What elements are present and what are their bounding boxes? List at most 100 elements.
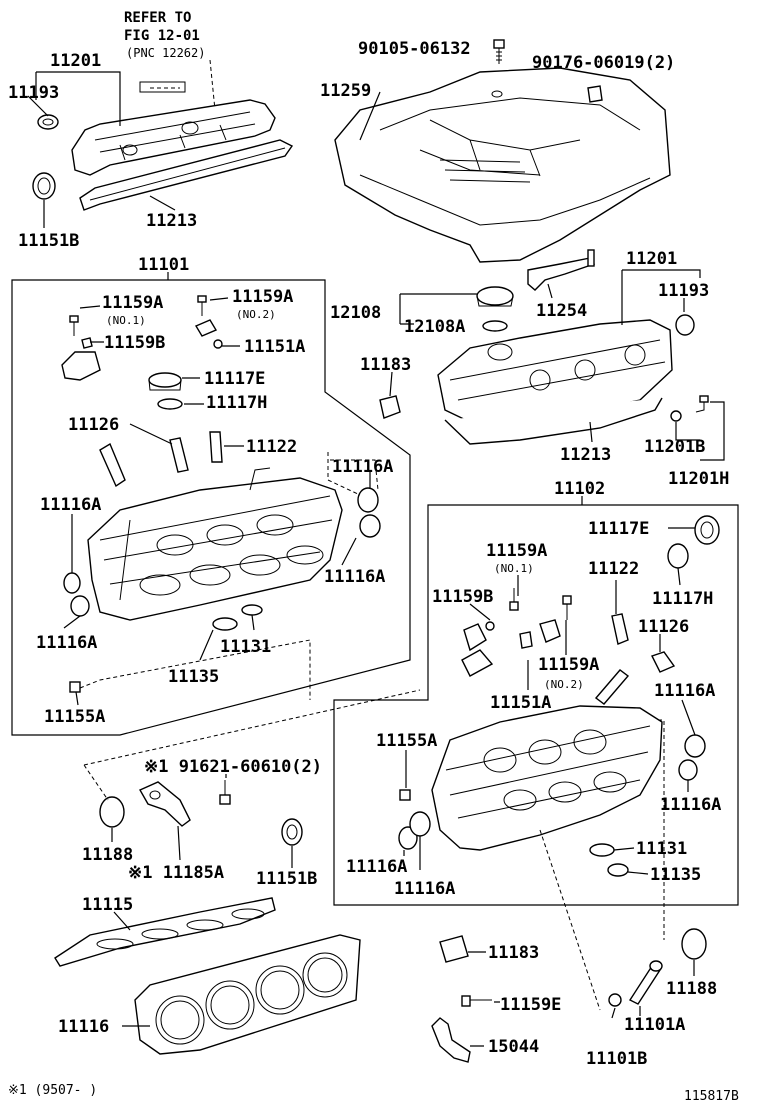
- head-gasket-11116: [134, 934, 361, 1055]
- label-11183-b: 11183: [488, 943, 539, 963]
- bracket-11254: [527, 249, 596, 291]
- gasket-11115: [54, 897, 276, 967]
- head-bolts-11101a-b: [608, 960, 663, 1007]
- label-11183-top: 11183: [360, 355, 411, 375]
- right-plugs-11116a: [398, 734, 706, 850]
- label-11155a-r: 11155A: [376, 731, 437, 751]
- plug-11183-b: [439, 935, 469, 963]
- label-11259: 11259: [320, 81, 371, 101]
- label-11131-l: 11131: [220, 637, 271, 657]
- seal-11151b-b: [281, 818, 303, 846]
- label-11201h: 11201H: [668, 469, 729, 489]
- label-11126-r: 11126: [638, 617, 689, 637]
- label-11188-l: 11188: [82, 845, 133, 865]
- left-seal-11193: [37, 114, 59, 130]
- bolt-11159e: [461, 995, 492, 1007]
- label-11116a-l3: 11116A: [40, 495, 101, 515]
- label-11116a-r1: 11116A: [654, 681, 715, 701]
- right-plug-11117e: [694, 515, 720, 545]
- label-12108a: 12108A: [404, 317, 465, 337]
- label-11102: 11102: [554, 479, 605, 499]
- label-11116a-l4: 11116A: [36, 633, 97, 653]
- bracket-11185a: [139, 781, 191, 827]
- plug-11188-r: [681, 928, 707, 960]
- box-11101: [11, 279, 411, 736]
- label-11116a-r4: 11116A: [394, 879, 455, 899]
- refer-line-3: (PNC 12262): [126, 46, 205, 60]
- label-11201b: 11201B: [644, 437, 705, 457]
- left-plug-11117e: [148, 372, 182, 391]
- label-11122-r: 11122: [588, 559, 639, 579]
- label-11188-r: 11188: [666, 979, 717, 999]
- left-lifters: [99, 431, 223, 488]
- refer-line-1: REFER TO: [124, 10, 191, 26]
- bolt-91621: [219, 780, 231, 805]
- footnote: ※1 (9507- ): [8, 1083, 97, 1098]
- label-11159a-l2: 11159A: [232, 287, 293, 307]
- left-cam-bolts: [61, 295, 223, 381]
- left-plugs-11116a: [63, 487, 381, 617]
- label-11159a-r1: 11159A: [486, 541, 547, 561]
- right-cam-bolts: [461, 588, 572, 677]
- label-no1-a: (NO.1): [106, 314, 146, 327]
- label-11193-top: 11193: [8, 83, 59, 103]
- label-11159e: 11159E: [500, 995, 561, 1015]
- label-11116: 11116: [58, 1017, 109, 1037]
- oil-cap-12108: [476, 286, 514, 332]
- left-head-cover: [71, 99, 294, 211]
- label-11131-r: 11131: [636, 839, 687, 859]
- label-11213-top: 11213: [146, 211, 197, 231]
- label-11135-r: 11135: [650, 865, 701, 885]
- label-11159a-r2: 11159A: [538, 655, 599, 675]
- left-seal-11151b: [32, 172, 56, 200]
- label-11135-l: 11135: [168, 667, 219, 687]
- label-11116a-l1: 11116A: [332, 457, 393, 477]
- label-90105: 90105-06132: [358, 39, 471, 59]
- label-no2-b: (NO.2): [544, 678, 584, 691]
- label-11101a: 11101A: [624, 1015, 685, 1035]
- label-11116a-r2: 11116A: [660, 795, 721, 815]
- right-head-cover: [437, 319, 673, 445]
- label-11159a-l1: 11159A: [102, 293, 163, 313]
- label-11151a-l: 11151A: [244, 337, 305, 357]
- label-11117h-r: 11117H: [652, 589, 713, 609]
- right-seal-11193: [675, 314, 695, 336]
- label-11101b: 11101B: [586, 1049, 647, 1069]
- label-no2-a: (NO.2): [236, 308, 276, 321]
- label-11151b-top: 11151B: [18, 231, 79, 251]
- label-11159b-l: 11159B: [104, 333, 165, 353]
- refer-note: REFER TO FIG 12-01 (PNC 12262): [124, 10, 216, 111]
- label-11115: 11115: [82, 895, 133, 915]
- figure-id: 115817B: [684, 1089, 739, 1104]
- label-11155a-l: 11155A: [44, 707, 105, 727]
- label-11122-l: 11122: [246, 437, 297, 457]
- bolt-90105: [493, 39, 505, 64]
- box-11102: [333, 504, 739, 906]
- label-11116a-l2: 11116A: [324, 567, 385, 587]
- label-11151a-r: 11151A: [490, 693, 551, 713]
- label-11116a-r3: 11116A: [346, 857, 407, 877]
- right-ring-11117h: [667, 543, 689, 569]
- label-11201-top: 11201: [50, 51, 101, 71]
- label-15044: 15044: [488, 1037, 539, 1057]
- label-11126-l: 11126: [68, 415, 119, 435]
- engine-cover: [334, 67, 671, 263]
- label-11201-r: 11201: [626, 249, 677, 269]
- tube-15044: [431, 1017, 471, 1063]
- right-cylinder-head: [431, 705, 663, 851]
- left-seals-11131-11135: [212, 604, 263, 631]
- label-11193-r: 11193: [658, 281, 709, 301]
- label-11101: 11101: [138, 255, 189, 275]
- label-11185a: ※1 11185A: [128, 863, 224, 883]
- grommet-90176: [587, 85, 603, 103]
- plug-11188-l: [99, 796, 125, 828]
- right-lifters: [594, 613, 676, 705]
- left-ring-11117h: [157, 398, 183, 410]
- label-91621: ※1 91621-60610(2): [144, 757, 322, 777]
- left-pin-11155a: [69, 681, 81, 693]
- plug-11183-top: [379, 395, 401, 419]
- label-11151b-b: 11151B: [256, 869, 317, 889]
- right-pin-11155a: [399, 789, 411, 801]
- label-11159b-r: 11159B: [432, 587, 493, 607]
